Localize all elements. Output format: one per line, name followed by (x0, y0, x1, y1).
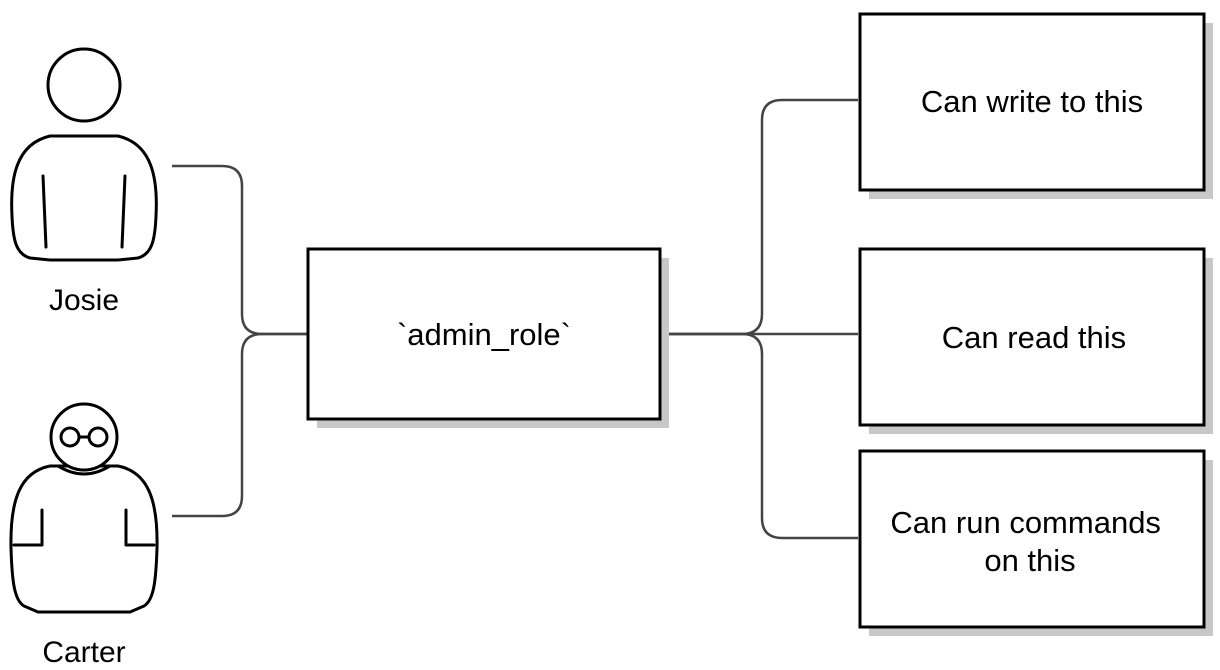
permission-read-label: Can read this (942, 320, 1126, 355)
person-with-glasses-icon (9, 402, 159, 614)
permission-connectors (660, 98, 858, 540)
role-box: `admin_role` (306, 247, 669, 428)
role-box-frame (306, 247, 662, 421)
permission-run-label-line-1: Can run commands (890, 505, 1161, 540)
permission-write-label: Can write to this (921, 84, 1143, 119)
connector-role-to-write (660, 98, 858, 336)
connector-josie-to-role (172, 164, 308, 336)
user-carter: Carter (9, 402, 159, 669)
user-josie: Josie (10, 47, 158, 317)
permission-write: Can write to this (858, 12, 1213, 199)
permission-write-frame (858, 12, 1206, 192)
user-name-josie: Josie (49, 284, 119, 317)
permission-run-label: Can run commands on this (890, 505, 1169, 578)
user-connectors (172, 164, 308, 518)
permission-run: Can run commands on this (858, 449, 1213, 636)
user-name-carter: Carter (42, 636, 125, 669)
role-label: `admin_role` (397, 317, 571, 352)
person-icon (10, 47, 158, 262)
connector-carter-to-role (172, 332, 308, 518)
connector-role-to-run (660, 332, 858, 540)
permission-run-frame (858, 449, 1206, 629)
permission-read-frame (858, 247, 1206, 427)
permission-read: Can read this (858, 247, 1213, 434)
permission-run-label-line-2: on this (984, 543, 1075, 578)
